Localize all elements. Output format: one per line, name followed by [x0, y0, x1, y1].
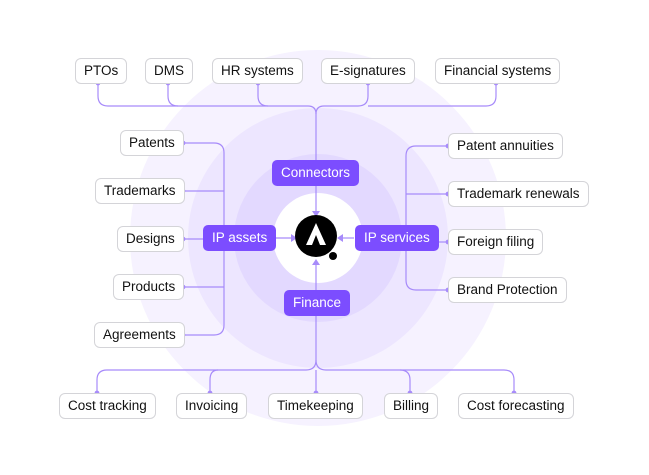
finance-item-timekeeping: Timekeeping	[268, 393, 363, 419]
connector-item-dms: DMS	[145, 58, 193, 84]
connector-line-ptos	[97, 83, 317, 115]
triangle-dot-logo-icon	[295, 215, 337, 260]
asset-item-trademarks: Trademarks	[95, 178, 185, 204]
arrow-assets-to-center	[291, 234, 297, 242]
service-line-patent-annuities	[405, 145, 448, 291]
arrow-services-to-center	[337, 234, 343, 242]
finance-line-invoicing	[209, 369, 219, 393]
asset-item-designs: Designs	[117, 226, 184, 252]
connector-item-e-signatures: E-signatures	[321, 58, 415, 84]
hub-finance: Finance	[284, 290, 351, 316]
hub-ip-assets: IP assets	[203, 225, 277, 251]
arrow-connectors-to-center	[312, 211, 320, 217]
finance-line-cost-forecasting	[400, 369, 515, 393]
hub-ip-services: IP services	[355, 225, 439, 251]
connector-line-e-signatures	[315, 83, 369, 115]
service-item-patent-annuities: Patent annuities	[448, 133, 563, 159]
asset-item-products: Products	[113, 274, 185, 300]
service-item-foreign-filing: Foreign filing	[448, 229, 544, 255]
finance-line-cost-tracking	[96, 359, 317, 393]
connector-line-financial-systems	[368, 83, 497, 107]
finance-item-invoicing: Invoicing	[176, 393, 248, 419]
connector-item-hr-systems: HR systems	[212, 58, 303, 84]
finance-item-cost-tracking: Cost tracking	[59, 393, 156, 419]
connector-line-dms	[167, 83, 179, 107]
connector-item-financial-systems: Financial systems	[435, 58, 561, 84]
service-item-trademark-renewals: Trademark renewals	[448, 181, 589, 207]
asset-item-patents: Patents	[120, 130, 184, 156]
hub-connectors: Connectors	[272, 160, 360, 186]
finance-item-billing: Billing	[384, 393, 439, 419]
arrow-finance-to-center	[312, 259, 320, 265]
finance-item-cost-forecasting: Cost forecasting	[458, 393, 574, 419]
service-item-brand-protection: Brand Protection	[448, 277, 567, 303]
connector-item-ptos: PTOs	[75, 58, 128, 84]
asset-item-agreements: Agreements	[94, 322, 185, 348]
connector-line-hr-systems	[257, 83, 269, 107]
